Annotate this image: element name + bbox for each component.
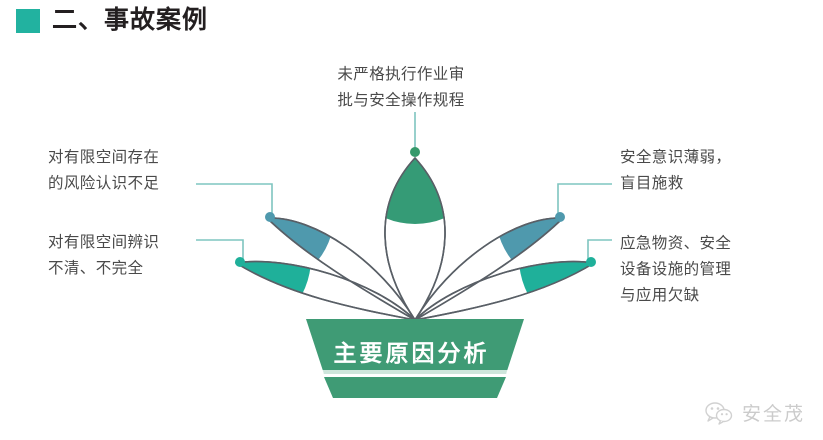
cause-label-right-lower: 应急物资、安全 设备设施的管理 与应用欠缺 bbox=[620, 235, 732, 304]
funnel-divider bbox=[322, 370, 508, 374]
watermark-text: 安全茂 bbox=[741, 404, 805, 425]
funnel-shape bbox=[306, 319, 524, 398]
cause-label-left-upper: 对有限空间存在 的风险认识不足 bbox=[48, 149, 160, 192]
cause-label-top: 未严格执行作业审 批与安全操作规程 bbox=[337, 66, 465, 109]
connector-dot-left-upper bbox=[265, 212, 275, 222]
connector-dot-left-lower bbox=[235, 257, 245, 267]
connector-dot-right-upper bbox=[555, 212, 565, 222]
square-bullet-icon bbox=[16, 8, 40, 33]
wechat-icon bbox=[705, 401, 733, 425]
page-title-text: 二、事故案例 bbox=[52, 6, 209, 34]
connector-right-lower bbox=[587, 239, 612, 262]
connector-left-lower bbox=[196, 239, 244, 262]
connector-dot-top bbox=[410, 147, 420, 157]
funnel-base-strip bbox=[324, 377, 506, 398]
funnel-body bbox=[306, 319, 524, 374]
watermark: 安全茂 bbox=[704, 399, 805, 426]
connector-right-upper bbox=[557, 183, 612, 216]
connectors bbox=[196, 112, 612, 262]
connector-left-upper bbox=[196, 183, 273, 216]
cause-label-right-upper: 安全意识薄弱， 盲目施救 bbox=[620, 149, 732, 192]
connector-dot-right-lower bbox=[586, 257, 596, 267]
cause-label-left-lower: 对有限空间辨识 不清、不完全 bbox=[48, 234, 160, 277]
connector-dots bbox=[235, 147, 596, 267]
page-title: 二、事故案例 bbox=[16, 8, 208, 33]
